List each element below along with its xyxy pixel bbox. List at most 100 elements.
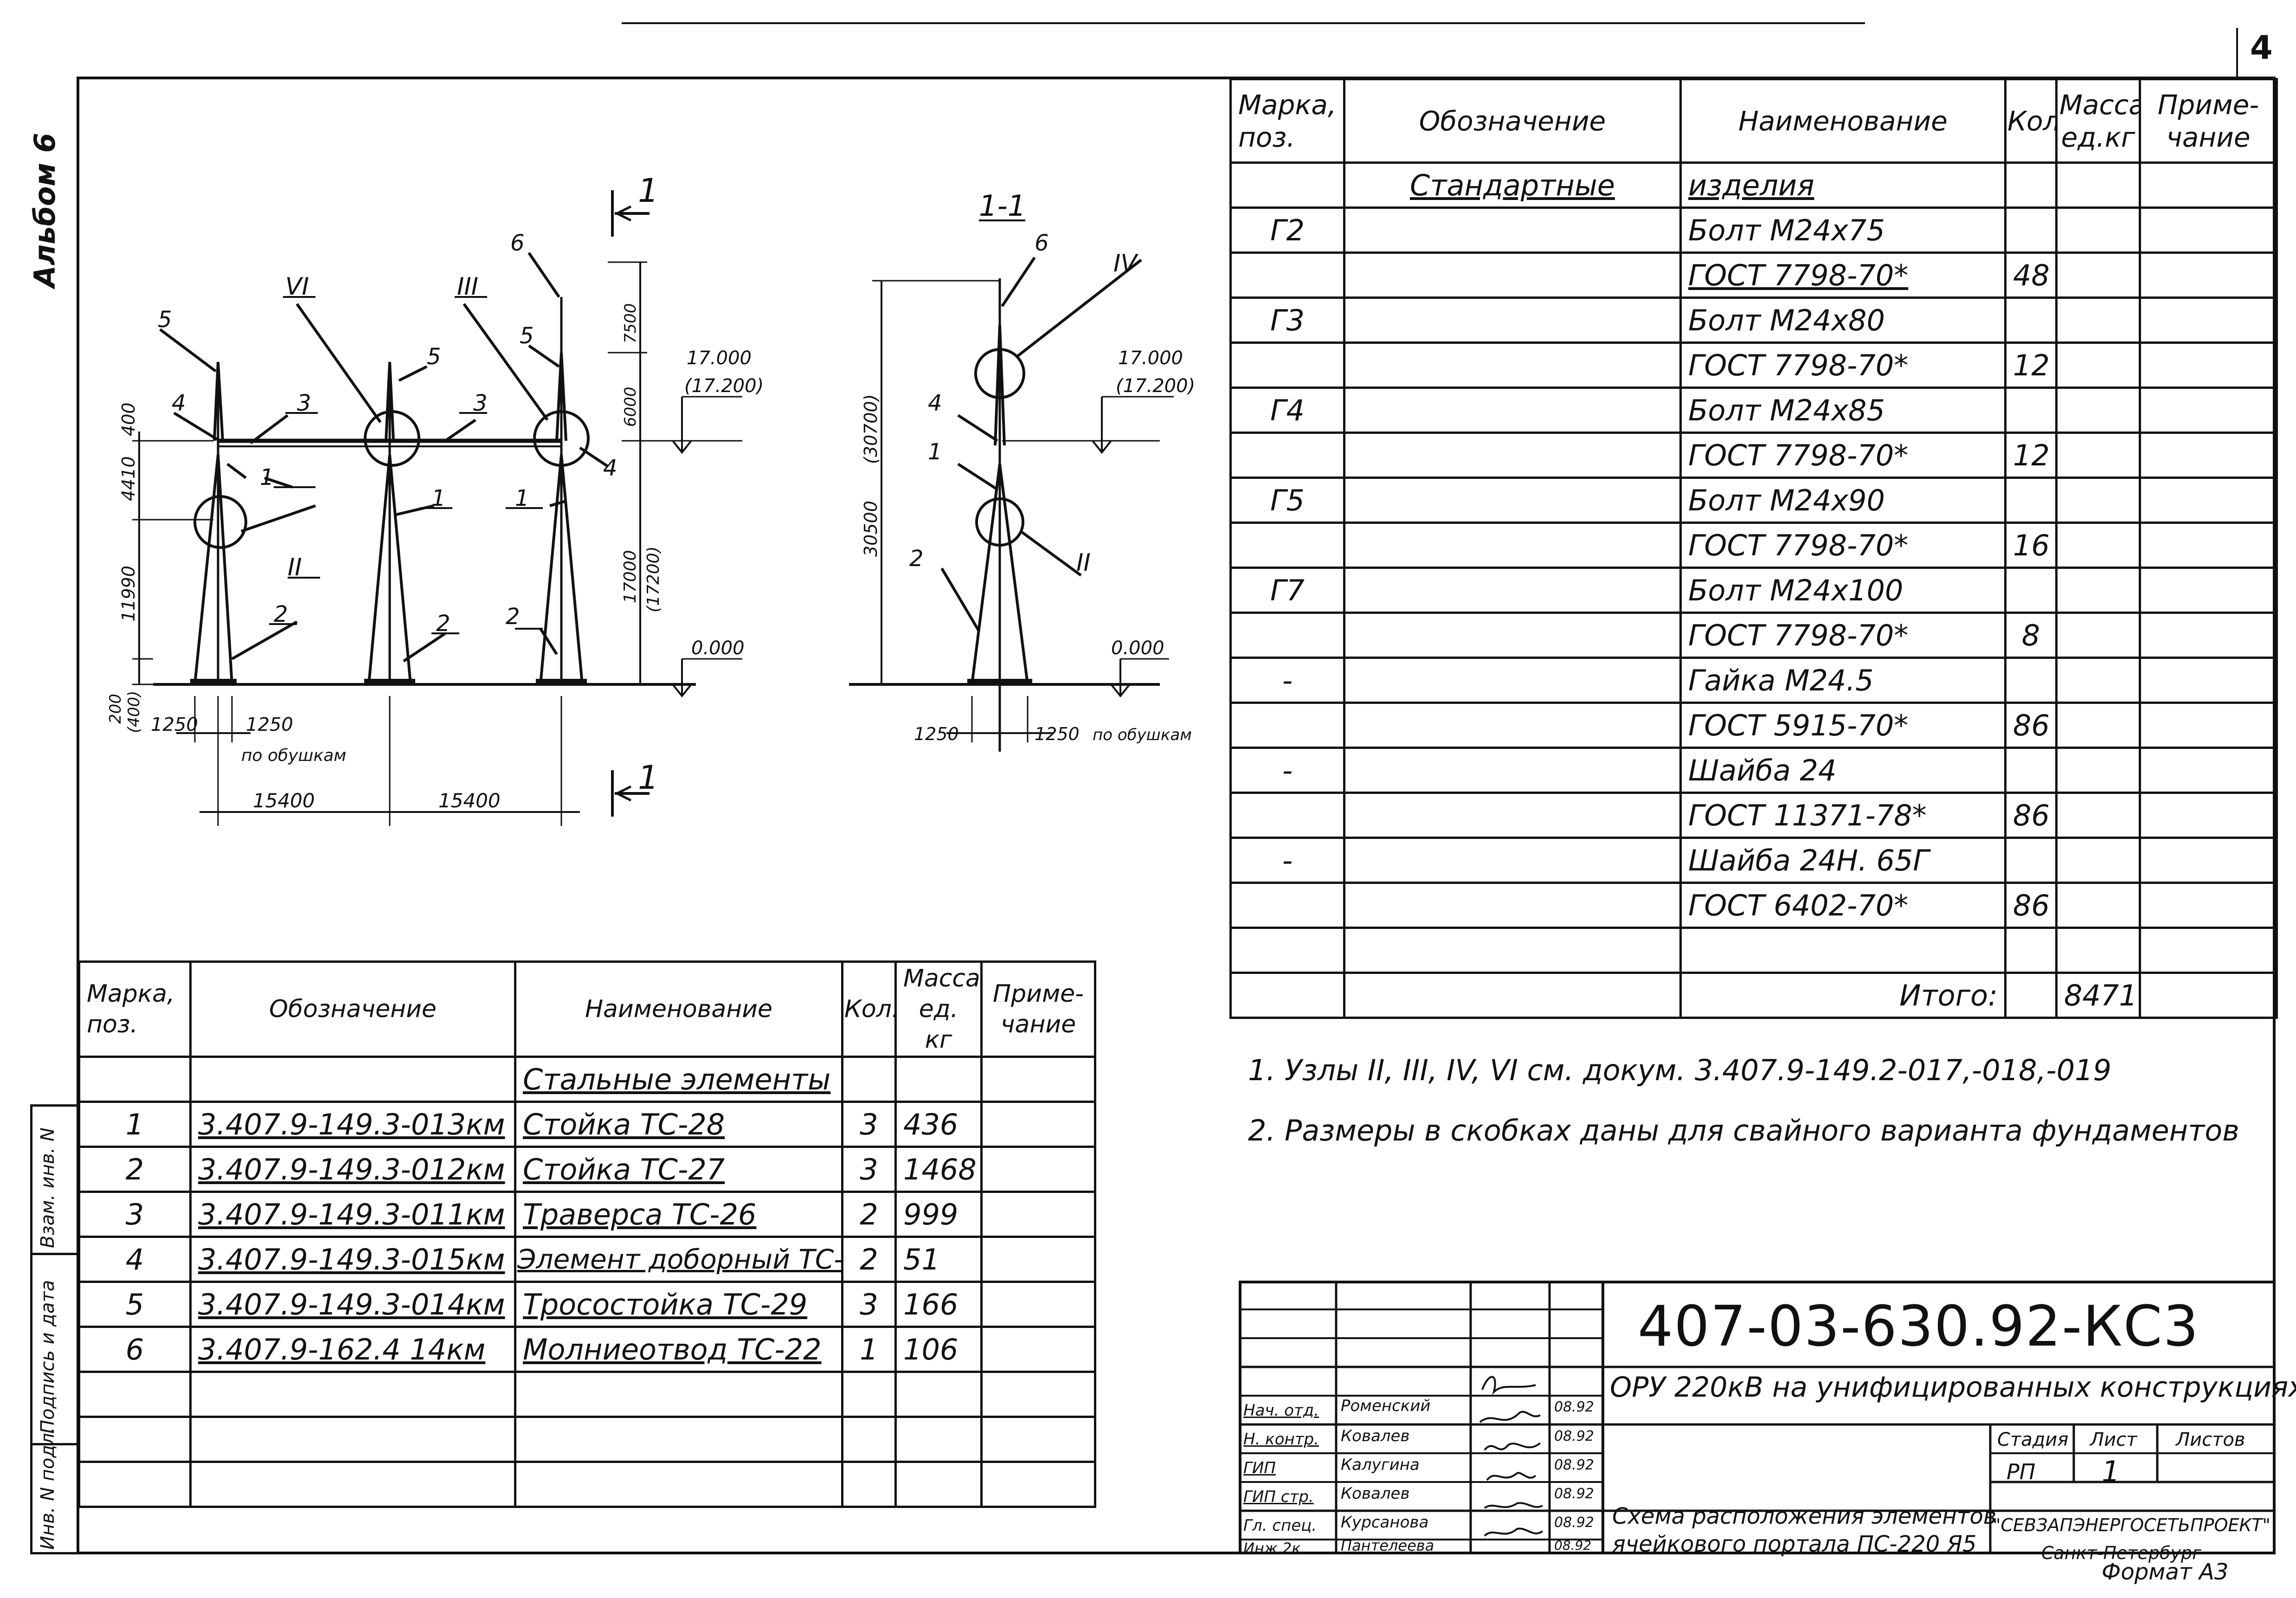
elev-top-section: 17.000: [1118, 348, 1183, 369]
label-1-right: 1: [515, 485, 529, 511]
spec-total-mass: 8471: [2055, 972, 2141, 1019]
label-VI: VI: [285, 273, 309, 301]
label-3-mid: 3: [473, 390, 488, 416]
parts-header-row: Марка, поз. Обозначение Наименование Кол…: [78, 960, 1096, 1058]
dim-11990: 11990: [118, 566, 139, 622]
dim-4410: 4410: [118, 456, 139, 501]
tower-left: [190, 361, 237, 685]
dim-obushkam: по обушкам: [241, 746, 346, 765]
parts-header-note: Приме- чание: [980, 960, 1096, 1058]
label-II-section: II: [1076, 549, 1091, 577]
stamp-role-4: Гл. спец.: [1243, 1516, 1317, 1535]
side-stamp-inv: Взам. инв. N: [37, 1128, 58, 1248]
title-stage-label: Стадия: [1997, 1429, 2069, 1450]
parts-header-mass: Масса ед. кг: [894, 960, 983, 1058]
label-IV: IV: [1113, 250, 1138, 277]
side-stamp-divider: [30, 1253, 77, 1255]
table-row: ГОСТ 7798-70*12: [1229, 342, 2278, 389]
dim-400-pile: (400): [125, 691, 143, 733]
table-row-empty: [78, 1371, 1096, 1418]
section-title: 1-1: [979, 189, 1026, 223]
table-row: ГОСТ 11371-78*86: [1229, 792, 2278, 839]
title-city: Санкт-Петербург: [2041, 1543, 2202, 1563]
stamp-role-5: Инж 2к: [1243, 1540, 1301, 1557]
stamp-role-3: ГИП стр.: [1243, 1488, 1314, 1506]
table-row: 3 3.407.9-149.3-011км Траверса ТС-26 2 9…: [78, 1191, 1096, 1238]
note-1: 1. Узлы II, III, IV, VI см. докум. 3.407…: [1248, 1053, 2112, 1087]
dim-obushkam-section: по обушкам: [1093, 726, 1192, 744]
spec-header-designation: Обозначение: [1343, 78, 1682, 164]
title-code: 407-03-630.92-КС3: [1638, 1295, 2200, 1359]
title-sheets-label: Листов: [2176, 1429, 2245, 1450]
spec-section-right: изделия: [1679, 161, 2007, 209]
table-row: ГОСТ 5915-70*86: [1229, 702, 2278, 749]
elev-top-pile: (17.200): [684, 375, 764, 397]
elev-top: 17.000: [687, 348, 752, 369]
dim-1250a: 1250: [151, 714, 198, 735]
table-row: -Шайба 24: [1229, 747, 2278, 794]
dim-7500: 7500: [621, 303, 640, 343]
label-2-mid: 2: [436, 611, 450, 637]
dim-17200: (17200): [644, 546, 663, 612]
parts-header-mark: Марка, поз.: [78, 960, 192, 1058]
spec-section-row: Стандартные изделия: [1229, 161, 2278, 209]
side-stamp-frame: [30, 1104, 77, 1554]
dim-30700: (30700): [861, 394, 881, 464]
node-circle-VI: [364, 410, 420, 467]
elev-top-section-pile: (17.200): [1116, 375, 1195, 397]
label-5-left: 5: [158, 307, 172, 333]
section-mark-top: 1: [638, 172, 659, 210]
title-sheet-title-1: Схема расположения элементов: [1612, 1503, 1997, 1529]
table-row: ГОСТ 6402-70*86: [1229, 882, 2278, 929]
stamp-date-3: 08.92: [1554, 1486, 1594, 1502]
spec-total-row: Итого: 8471: [1229, 972, 2278, 1019]
elev-zero: 0.000: [691, 638, 745, 659]
label-2-section: 2: [909, 546, 924, 572]
label-2-left: 2: [274, 601, 288, 627]
dim-span2: 15400: [438, 789, 501, 812]
table-row: -Гайка М24.5: [1229, 657, 2278, 704]
label-III: III: [457, 273, 478, 301]
spec-section-left: Стандартные: [1343, 161, 1682, 209]
label-4-section: 4: [928, 390, 942, 416]
label-5-mid: 5: [427, 344, 441, 370]
stamp-name-3: Ковалев: [1341, 1484, 1410, 1503]
table-row: ГОСТ 7798-70*12: [1229, 432, 2278, 479]
title-sheet: 1: [2102, 1455, 2120, 1488]
dim-200: 200: [106, 694, 125, 724]
stamp-role-2: ГИП: [1243, 1459, 1276, 1477]
title-project: ОРУ 220кВ на унифицированных конструкция…: [1610, 1371, 2296, 1404]
title-block: [1239, 1281, 2276, 1554]
table-row: -Шайба 24Н. 65Г: [1229, 837, 2278, 884]
table-row-empty: [1229, 927, 2278, 974]
album-label: Альбом 6: [28, 133, 62, 288]
label-1-left: 1: [260, 464, 274, 490]
stamp-name-0: Роменский: [1341, 1397, 1431, 1415]
dim-span1: 15400: [253, 789, 315, 812]
title-block-grid: [1239, 1281, 2276, 1554]
tower-middle: [364, 361, 415, 685]
dim-17000: 17000: [621, 550, 640, 603]
spec-header-row: Марка, поз. Обозначение Наименование Кол…: [1229, 78, 2278, 164]
table-row: ГОСТ 7798-70*8: [1229, 612, 2278, 659]
parts-section-title: Стальные элементы: [514, 1056, 843, 1103]
table-row: 1 3.407.9-149.3-013км Стойка ТС-28 3 436: [78, 1101, 1096, 1148]
dim-6000: 6000: [621, 387, 640, 427]
signature-marks: [1479, 1376, 1544, 1537]
table-row-empty: [78, 1461, 1096, 1508]
label-6-section: 6: [1035, 230, 1049, 256]
spec-header-note: Приме- чание: [2139, 78, 2278, 164]
label-4-right: 4: [603, 455, 617, 481]
label-4-left: 4: [172, 390, 186, 416]
elev-zero-section: 0.000: [1111, 638, 1164, 659]
stamp-date-2: 08.92: [1554, 1457, 1594, 1473]
stamp-date-1: 08.92: [1554, 1428, 1594, 1444]
section-tower: [967, 278, 1032, 752]
dim-1250b: 1250: [246, 714, 293, 735]
title-sheet-title-2: ячейкового портала ПС-220 Я5: [1612, 1531, 1977, 1557]
parts-header-designation: Обозначение: [189, 960, 516, 1058]
